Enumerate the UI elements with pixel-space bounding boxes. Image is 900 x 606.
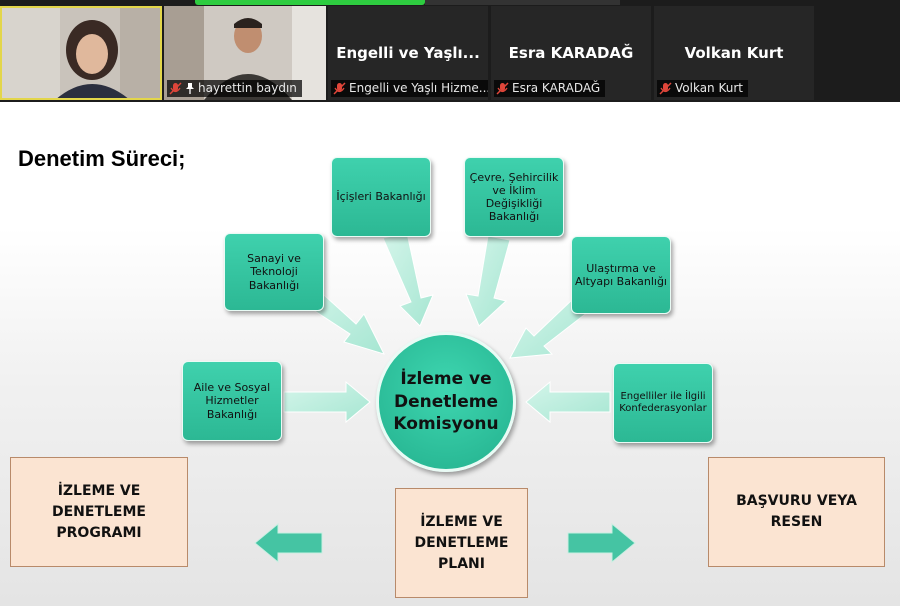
arrow-to-basvuru xyxy=(567,522,636,564)
shared-screen-slide: Denetim Süreci; İçişleri Bakanlığı Çevre… xyxy=(0,102,900,606)
box-aile: Aile ve Sosyal Hizmetler Bakanlığı xyxy=(182,361,282,441)
participant-name: Volkan Kurt xyxy=(675,81,743,95)
box-plan: İZLEME VE DENETLEME PLANI xyxy=(395,488,528,598)
participant-name: hayrettin baydın xyxy=(198,81,297,95)
strip-top-bar xyxy=(425,0,620,5)
slide-title: Denetim Süreci; xyxy=(18,146,186,171)
participant-display-name: Esra KARADAĞ xyxy=(508,44,634,62)
participant-nametag: Esra KARADAĞ xyxy=(494,80,606,97)
box-engelliler: Engelliler ile İlgili Konfederasyonlar xyxy=(613,363,713,443)
box-sanayi: Sanayi ve Teknoloji Bakanlığı xyxy=(224,233,324,311)
mic-muted-icon xyxy=(333,82,346,95)
participant-strip: hayrettin baydın Engelli ve Yaşlı... Eng… xyxy=(0,0,900,102)
participant-name: Engelli ve Yaşlı Hizme... xyxy=(349,81,488,95)
arrow-to-program xyxy=(254,522,323,564)
arrow-engelliler xyxy=(525,380,611,424)
participant-tile-esra[interactable]: Esra KARADAĞ Esra KARADAĞ xyxy=(491,6,651,100)
arrow-icisleri xyxy=(382,232,434,327)
active-speaker-indicator xyxy=(195,0,425,5)
participant-nametag: Volkan Kurt xyxy=(657,80,748,97)
arrow-cevre xyxy=(465,235,511,327)
pin-icon xyxy=(185,82,195,95)
center-commission-circle: İzleme ve Denetleme Komisyonu xyxy=(376,332,516,472)
box-program: İZLEME VE DENETLEME PROGRAMI xyxy=(10,457,188,567)
participant-name: Esra KARADAĞ xyxy=(512,81,601,95)
participant-display-name: Volkan Kurt xyxy=(684,44,784,62)
mic-muted-icon xyxy=(496,82,509,95)
arrow-ulastirma xyxy=(509,297,589,359)
mic-muted-icon xyxy=(169,82,182,95)
mic-muted-icon xyxy=(659,82,672,95)
participant-nametag: Engelli ve Yaşlı Hizme... xyxy=(331,80,488,97)
participant-tile-hayrettin[interactable]: hayrettin baydın xyxy=(164,6,326,100)
participant-display-name: Engelli ve Yaşlı... xyxy=(336,44,480,62)
participant-tile-engelli[interactable]: Engelli ve Yaşlı... Engelli ve Yaşlı Hiz… xyxy=(328,6,488,100)
participant-video-self xyxy=(0,6,162,100)
box-icisleri: İçişleri Bakanlığı xyxy=(331,157,431,237)
box-cevre: Çevre, Şehircilik ve İklim Değişikliği B… xyxy=(464,157,564,237)
participant-tile-volkan[interactable]: Volkan Kurt Volkan Kurt xyxy=(654,6,814,100)
arrow-aile xyxy=(283,380,371,424)
participant-nametag: hayrettin baydın xyxy=(167,80,302,97)
box-basvuru: BAŞVURU VEYA RESEN xyxy=(708,457,885,567)
box-ulastirma: Ulaştırma ve Altyapı Bakanlığı xyxy=(571,236,671,314)
participant-tile-self[interactable] xyxy=(0,6,162,100)
